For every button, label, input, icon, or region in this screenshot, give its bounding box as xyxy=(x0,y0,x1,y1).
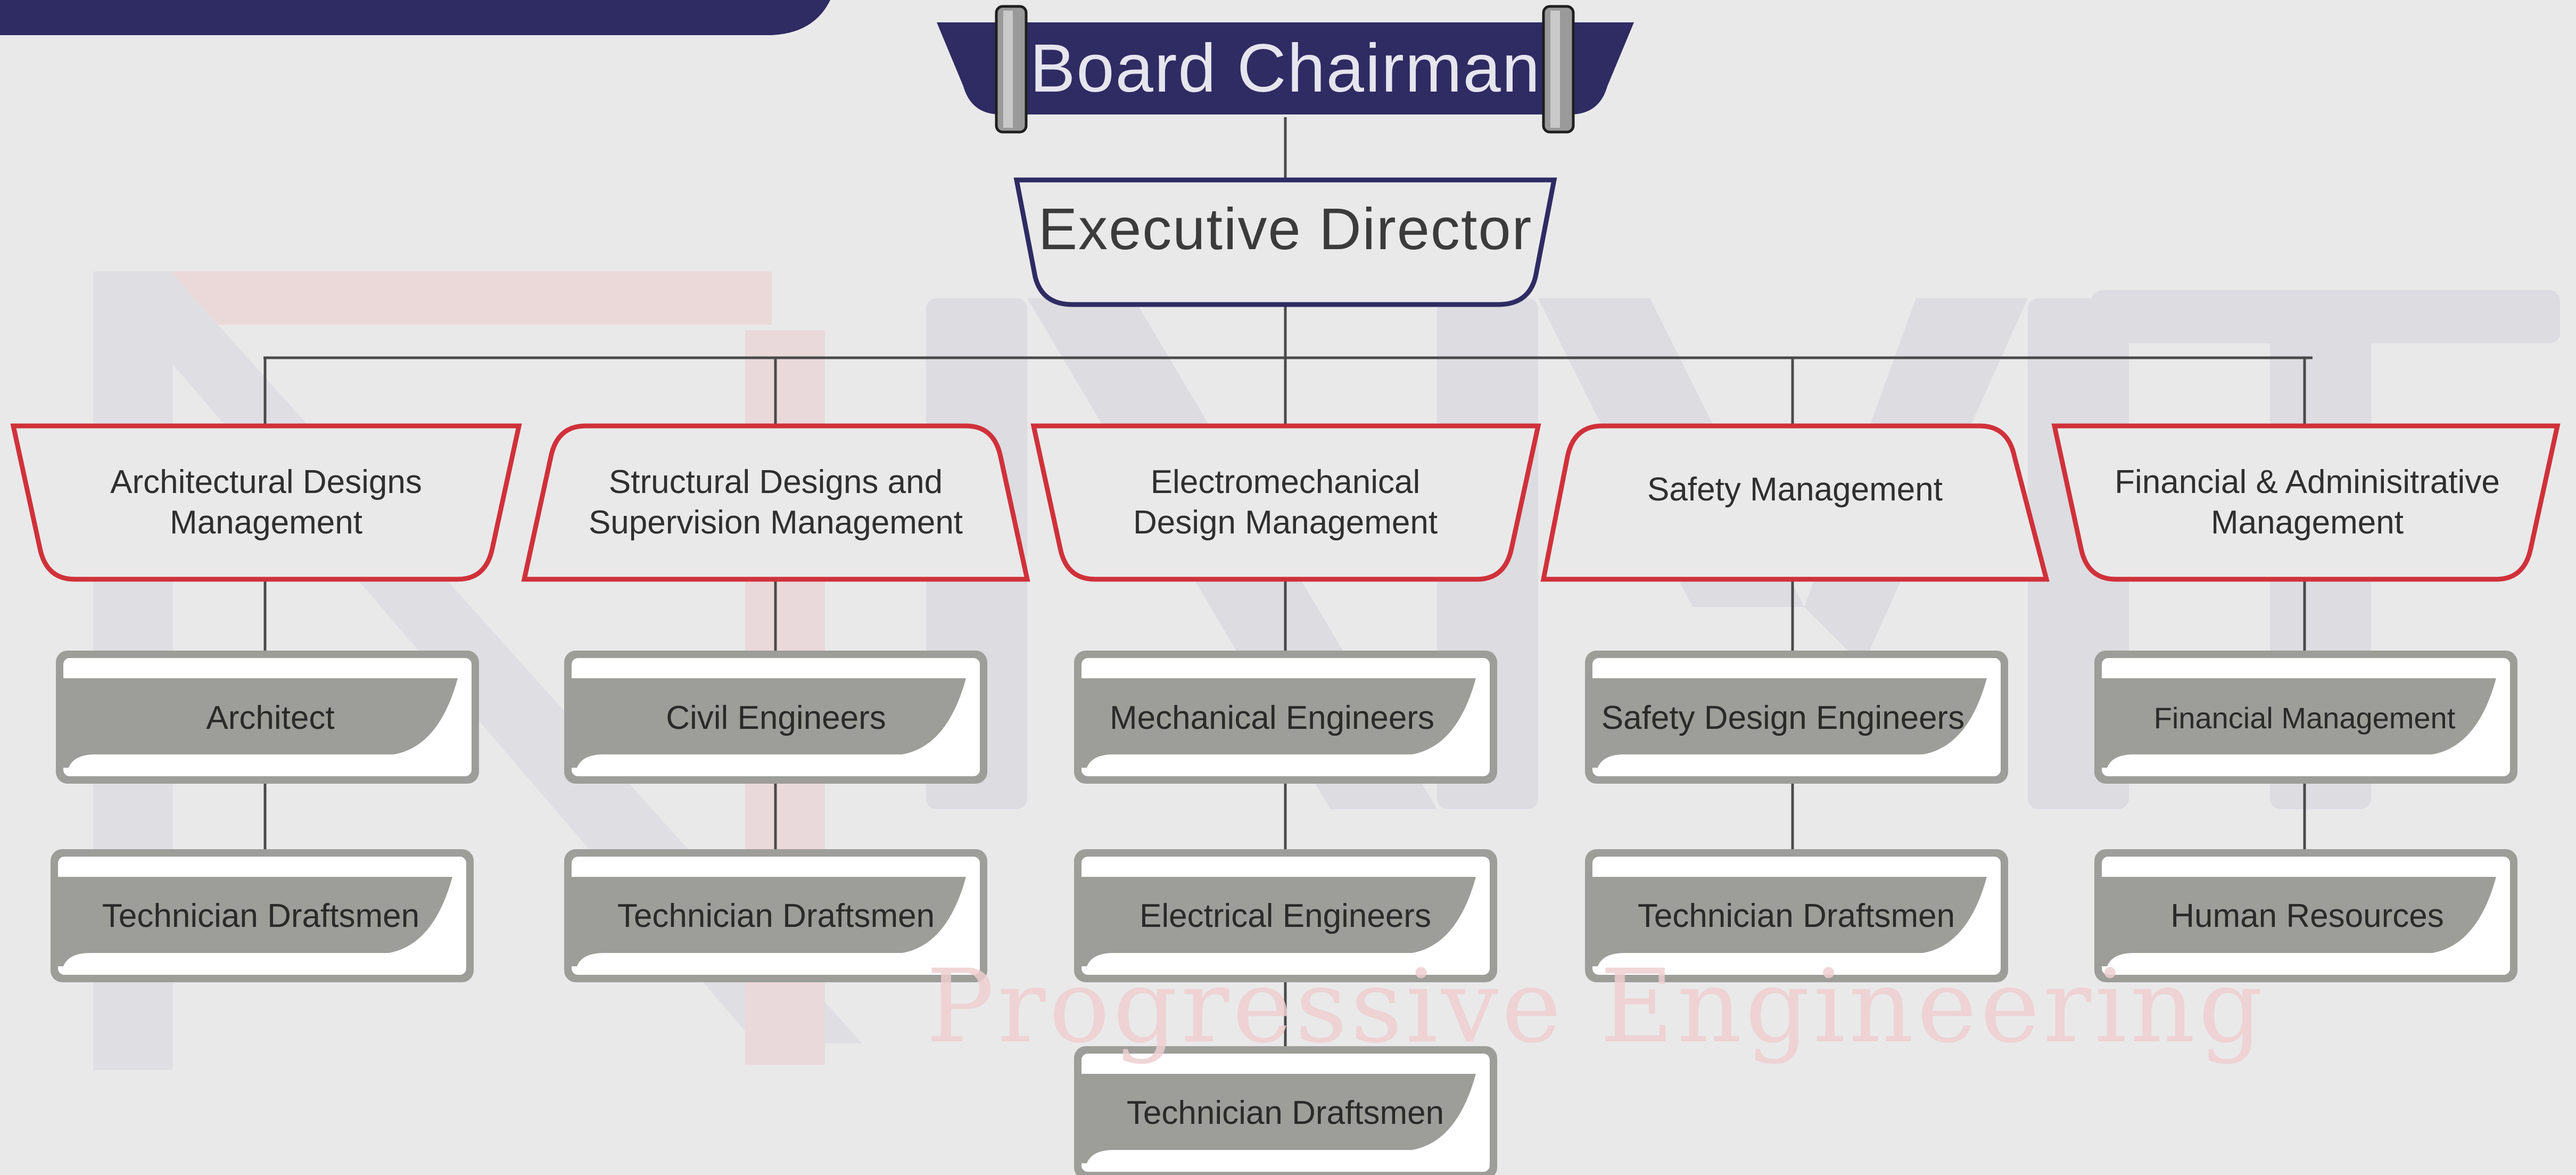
role-card xyxy=(1074,1046,1497,1175)
role-label: Civil Engineers xyxy=(666,699,886,736)
department-box-structural xyxy=(521,423,1030,582)
role-label: Technician Draftsmen xyxy=(617,897,935,934)
role-card xyxy=(2094,651,2517,784)
department-label-structural: Structural Designs and Supervision Manag… xyxy=(588,464,963,541)
role-label: Financial Management xyxy=(2153,701,2456,735)
department-label-architectural: Architectural Designs Management xyxy=(110,464,422,541)
role-card xyxy=(2094,849,2517,982)
department-label-financial: Financial & Adminisitrative Management xyxy=(2115,464,2500,541)
role-card xyxy=(564,849,987,982)
role-label: Technician Draftsmen xyxy=(1126,1094,1444,1131)
department-boxes xyxy=(10,423,2561,582)
role-label: Mechanical Engineers xyxy=(1109,699,1434,736)
executive-director-box xyxy=(1013,177,1557,307)
watermark-tagline: Progressive Engineering xyxy=(926,947,2267,1065)
role-card xyxy=(1585,651,2008,784)
role-label: Safety Design Engineers xyxy=(1601,699,1965,736)
role-card xyxy=(564,651,987,784)
role-card xyxy=(51,849,474,982)
board-chairman-banner xyxy=(937,5,1634,134)
role-cards xyxy=(51,651,2517,1175)
department-label-safety: Safety Management xyxy=(1647,471,1943,508)
role-card xyxy=(56,651,479,784)
role-card xyxy=(1074,651,1497,784)
role-label: Electrical Engineers xyxy=(1140,897,1431,934)
department-box-financial xyxy=(2051,423,2561,582)
department-box-electromechanical xyxy=(1030,423,1541,582)
role-card xyxy=(1074,849,1497,982)
role-label: Human Resources xyxy=(2170,897,2444,934)
board-chairman-label: Board Chairman xyxy=(1030,30,1541,106)
role-label: Architect xyxy=(206,699,335,736)
department-label-electromechanical: Electromechanical Design Management xyxy=(1133,464,1438,541)
role-label: Technician Draftsmen xyxy=(1637,897,1955,934)
role-card xyxy=(1585,849,2008,982)
scroll-end-right-icon xyxy=(1542,5,1575,134)
department-box-safety xyxy=(1540,423,2050,582)
department-box-architectural xyxy=(10,423,522,582)
scroll-end-left-icon xyxy=(995,5,1028,134)
executive-director-label: Executive Director xyxy=(1038,196,1533,262)
role-label: Technician Draftsmen xyxy=(102,897,420,934)
header-banner-strip xyxy=(0,0,830,35)
